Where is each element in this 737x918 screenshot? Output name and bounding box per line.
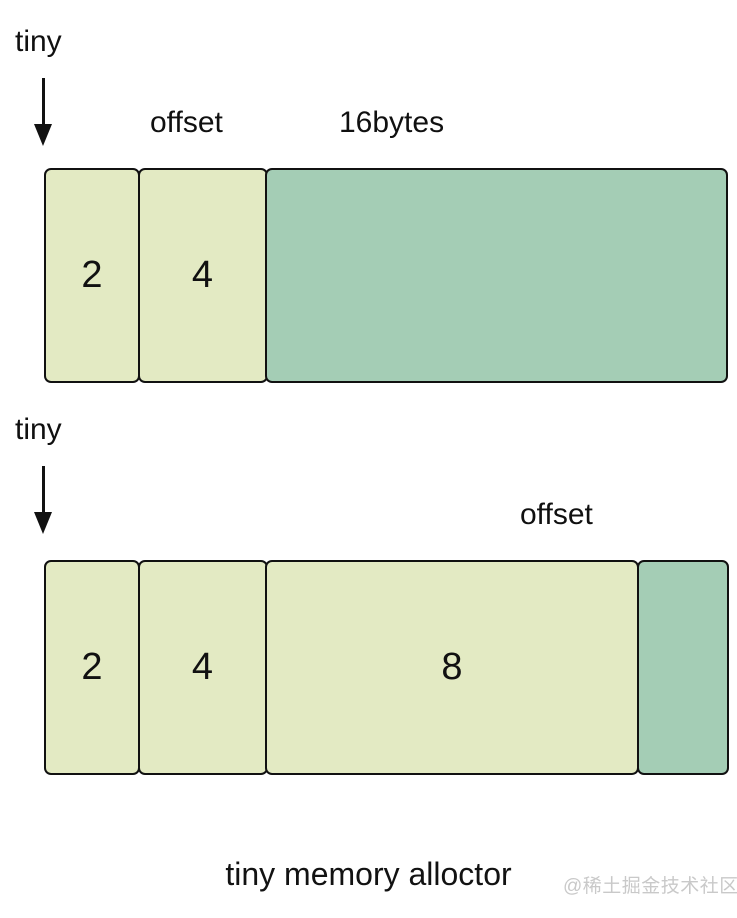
pointer-arrow-row1	[32, 78, 56, 146]
diagram-caption-text: tiny memory alloctor	[225, 856, 512, 892]
memory-bar-row1: 2 4	[44, 168, 731, 383]
memory-cell-free[interactable]	[265, 168, 728, 383]
arrow-head-icon	[34, 512, 52, 534]
diagram-caption: tiny memory alloctor	[0, 856, 737, 893]
annotation-16bytes-row1: 16bytes	[339, 106, 445, 139]
memory-cell-used[interactable]: 4	[137, 168, 268, 383]
memory-cell-used[interactable]: 2	[44, 560, 140, 775]
memory-cell-label: 2	[81, 646, 103, 688]
annotation-offset-row2: offset	[520, 498, 593, 531]
memory-cell-label: 2	[81, 254, 103, 296]
pointer-label-tiny-row2: tiny	[15, 413, 62, 446]
memory-cell-label: 4	[191, 646, 214, 688]
watermark-text: @稀土掘金技术社区	[563, 876, 737, 897]
arrow-shaft	[42, 466, 45, 516]
memory-cell-used[interactable]: 2	[44, 168, 140, 383]
arrow-shaft	[42, 78, 45, 128]
memory-cell-used[interactable]: 4	[137, 560, 268, 775]
memory-cell-free[interactable]	[636, 560, 729, 775]
memory-cell-label: 4	[191, 254, 214, 296]
memory-cell-label: 8	[441, 646, 463, 688]
memory-bar-row2: 2 4 8	[44, 560, 731, 775]
annotation-offset-row1: offset	[150, 106, 223, 139]
pointer-arrow-row2	[32, 466, 56, 534]
arrow-head-icon	[34, 124, 52, 146]
memory-cell-used[interactable]: 8	[265, 560, 639, 775]
pointer-label-tiny-row1: tiny	[15, 25, 62, 58]
